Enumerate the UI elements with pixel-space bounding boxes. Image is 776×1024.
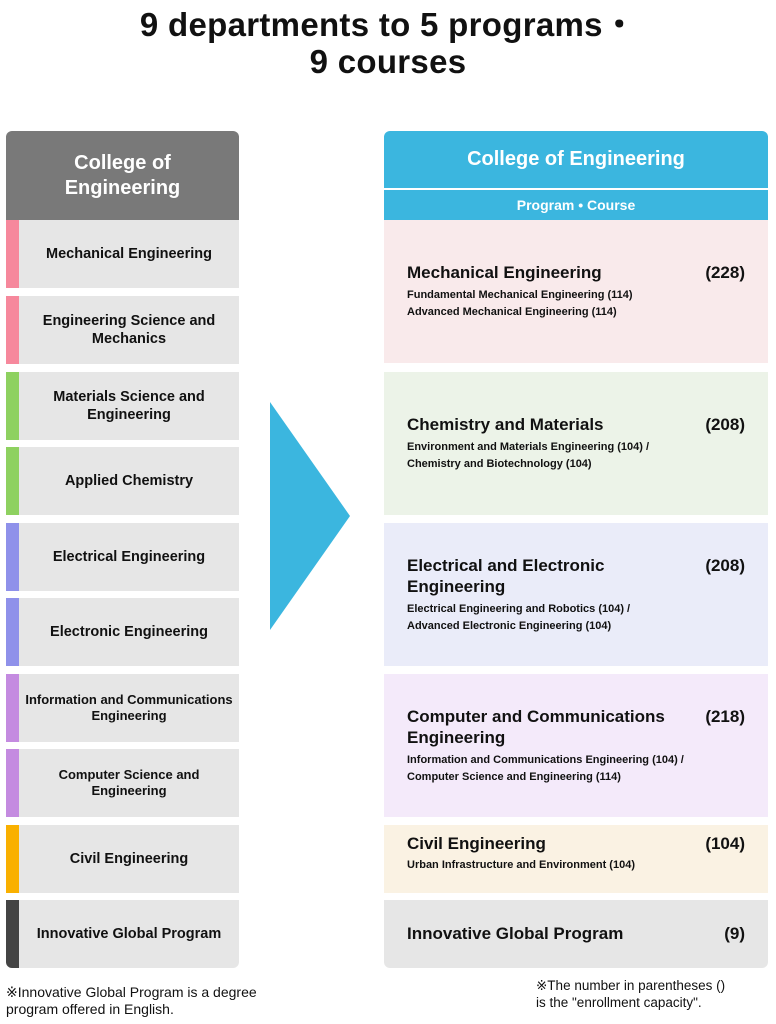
course-line: Computer Science and Engineering (114)	[407, 771, 621, 783]
department-label: Innovative Global Program	[36, 926, 222, 942]
course-line: Fundamental Mechanical Engineering (114)	[407, 289, 633, 301]
program-capacity: (228)	[705, 263, 745, 282]
department-label: Mechanical Engineering	[46, 246, 212, 262]
program-courses: Urban Infrastructure and Environment (10…	[407, 857, 745, 874]
programs-column: College of Engineering Program • Course …	[384, 131, 768, 968]
department-color-bar	[6, 372, 19, 440]
footnote-right-line1: ※The number in parentheses ()	[536, 978, 726, 993]
department-item: Electronic Engineering	[6, 598, 239, 666]
department-label: Materials Science and Engineering	[53, 389, 205, 423]
program-name: Mechanical Engineering	[407, 263, 602, 282]
title-line-1: 9 departments to 5 programs・	[139, 6, 637, 43]
department-item: Engineering Science and Mechanics	[6, 296, 239, 364]
program-name: Innovative Global Program	[407, 924, 624, 943]
department-color-bar	[6, 296, 19, 364]
right-arrow-icon	[270, 402, 350, 630]
college-header-left: College of Engineering	[6, 131, 239, 220]
department-color-bar	[6, 598, 19, 666]
footnote-left-line2: program offered in English.	[6, 1001, 174, 1017]
department-label: Civil Engineering	[69, 851, 189, 867]
program-name: Chemistry and Materials	[407, 415, 604, 434]
program-capacity: (9)	[724, 924, 745, 943]
program-card: Innovative Global Program (9)	[384, 900, 768, 968]
program-course-subheader: Program • Course	[384, 190, 768, 220]
department-color-bar	[6, 900, 19, 968]
program-capacity: (104)	[705, 834, 745, 853]
program-courses: Environment and Materials Engineering (1…	[407, 439, 745, 473]
program-name: Civil Engineering	[407, 834, 546, 853]
program-courses: Fundamental Mechanical Engineering (114)…	[407, 287, 745, 321]
department-item: Materials Science and Engineering	[6, 372, 239, 440]
department-label: Information and Communications Engineeri…	[25, 692, 233, 723]
department-item: Mechanical Engineering	[6, 220, 239, 288]
departments-column: College of Engineering Mechanical Engine…	[6, 131, 239, 968]
program-card: Chemistry and Materials (208) Environmen…	[384, 372, 768, 515]
department-item: Information and Communications Engineeri…	[6, 674, 239, 742]
course-line: Electrical Engineering and Robotics (104…	[407, 603, 631, 615]
department-label: Engineering Science and Mechanics	[42, 313, 216, 347]
department-color-bar	[6, 523, 19, 591]
footnote-left: ※Innovative Global Program is a degree p…	[6, 984, 257, 1018]
program-courses: Electrical Engineering and Robotics (104…	[407, 601, 745, 635]
college-header-left-line1: College of	[74, 151, 171, 174]
department-color-bar	[6, 825, 19, 893]
course-line: Information and Communications Engineeri…	[407, 754, 684, 766]
department-color-bar	[6, 749, 19, 817]
department-item: Applied Chemistry	[6, 447, 239, 515]
college-header-right: College of Engineering	[384, 131, 768, 188]
college-header-left-line2: Engineering	[64, 176, 181, 199]
footnote-right: ※The number in parentheses () is the "en…	[536, 977, 725, 1011]
program-name: Electrical and Electronic Engineering	[407, 556, 605, 596]
program-capacity: (208)	[705, 415, 745, 434]
program-name: Computer and Communications Engineering	[407, 707, 665, 747]
program-courses: Information and Communications Engineeri…	[407, 752, 745, 786]
program-card: Electrical and Electronic Engineering (2…	[384, 523, 768, 666]
course-line: Advanced Electronic Engineering (104)	[407, 620, 612, 632]
course-line: Chemistry and Biotechnology (104)	[407, 458, 592, 470]
course-line: Advanced Mechanical Engineering (114)	[407, 306, 617, 318]
department-item: Computer Science and Engineering	[6, 749, 239, 817]
page-title: 9 departments to 5 programs・ 9 courses	[0, 6, 776, 80]
department-label: Computer Science and Engineering	[58, 767, 200, 798]
department-color-bar	[6, 447, 19, 515]
course-line: Environment and Materials Engineering (1…	[407, 441, 650, 453]
program-card: Computer and Communications Engineering …	[384, 674, 768, 817]
department-color-bar	[6, 674, 19, 742]
program-card: Civil Engineering (104) Urban Infrastruc…	[384, 825, 768, 893]
course-line: Urban Infrastructure and Environment (10…	[407, 859, 635, 871]
footnote-left-line1: ※Innovative Global Program is a degree	[6, 984, 257, 1000]
department-item: Civil Engineering	[6, 825, 239, 893]
department-label: Electronic Engineering	[50, 624, 208, 640]
department-item: Electrical Engineering	[6, 523, 239, 591]
program-capacity: (208)	[705, 556, 745, 575]
department-item: Innovative Global Program	[6, 900, 239, 968]
title-line-2: 9 courses	[309, 43, 467, 80]
department-label: Applied Chemistry	[64, 473, 194, 489]
program-capacity: (218)	[705, 707, 745, 726]
program-card: Mechanical Engineering (228) Fundamental…	[384, 220, 768, 363]
department-color-bar	[6, 220, 19, 288]
department-label: Electrical Engineering	[52, 549, 206, 565]
footnote-right-line2: is the "enrollment capacity".	[536, 995, 702, 1010]
